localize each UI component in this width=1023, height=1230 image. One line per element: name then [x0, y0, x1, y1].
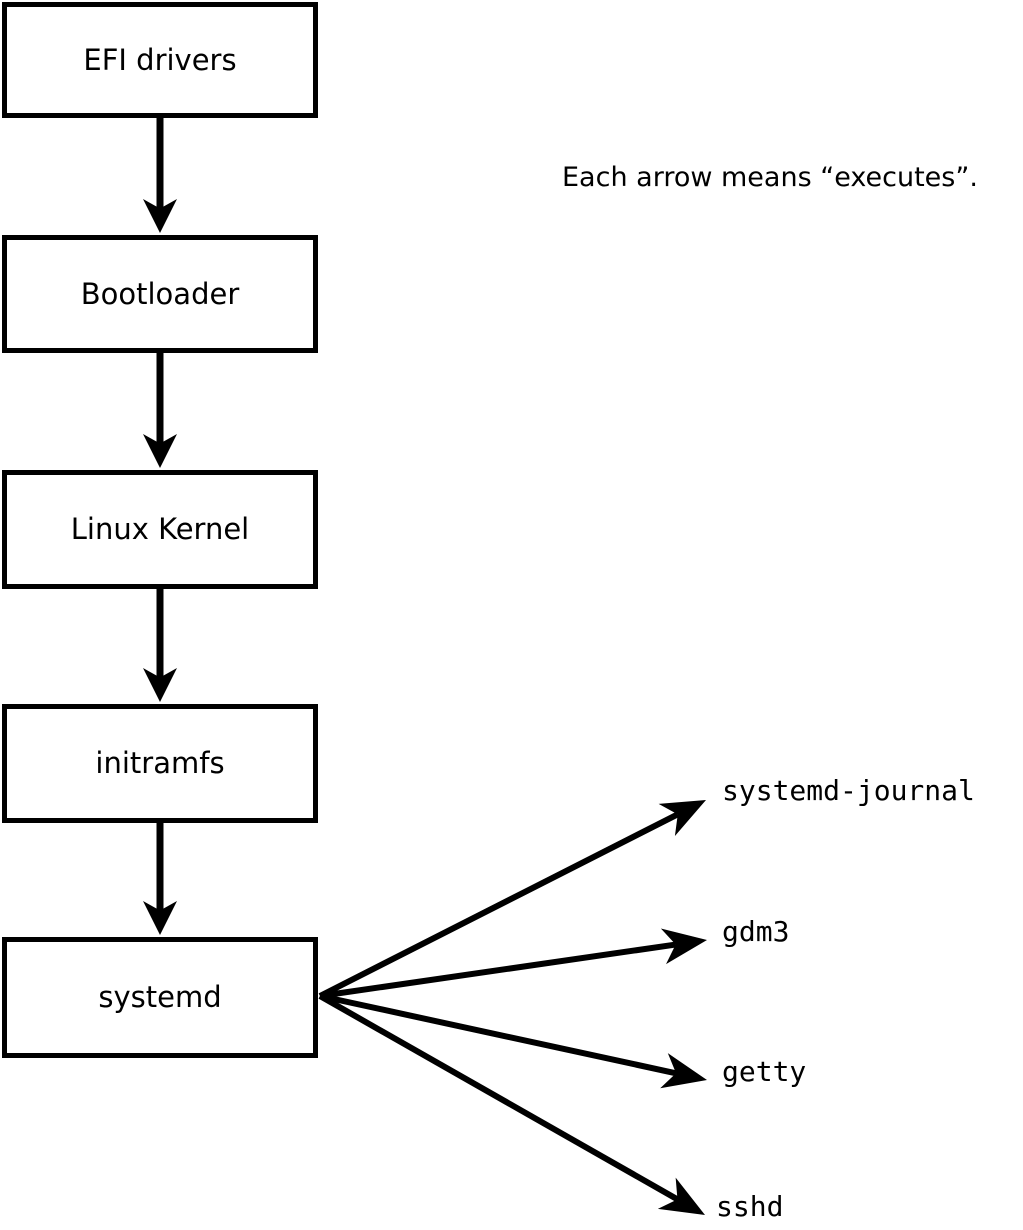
- process-label-sshd: sshd: [716, 1190, 784, 1223]
- stage-label-systemd: systemd: [98, 980, 222, 1014]
- stage-box-efi-drivers[interactable]: EFI drivers: [2, 2, 318, 118]
- stage-box-systemd[interactable]: systemd: [2, 937, 318, 1058]
- process-label-gdm3: gdm3: [722, 915, 790, 948]
- fan-arrow-systemd-journal-shaft: [318, 811, 680, 999]
- fan-arrow-sshd-shaft: [318, 993, 679, 1202]
- fan-arrow-sshd-head: [657, 1177, 705, 1215]
- fan-arrow-gdm3-head: [660, 928, 707, 965]
- chain-arrow-initramfs-to-systemd-head: [143, 901, 177, 935]
- stage-label-initramfs: initramfs: [95, 746, 225, 780]
- fan-arrow-getty-shaft: [319, 993, 677, 1077]
- stage-box-initramfs[interactable]: initramfs: [2, 704, 318, 823]
- stage-label-bootloader: Bootloader: [80, 276, 240, 311]
- legend-note: Each arrow means “executes”.: [562, 162, 978, 193]
- chain-arrow-kernel-to-initramfs-head: [143, 668, 177, 702]
- fan-arrow-getty-head: [660, 1053, 707, 1089]
- stage-box-bootloader[interactable]: Bootloader: [2, 235, 318, 353]
- stage-label-linux-kernel: Linux Kernel: [70, 512, 250, 546]
- fan-arrow-systemd-journal-head: [658, 800, 706, 836]
- chain-arrow-bootloader-to-kernel-head: [143, 434, 177, 468]
- stage-label-efi-drivers: EFI drivers: [83, 42, 237, 77]
- fan-arrow-group: [318, 800, 707, 1215]
- chain-arrow-efi-to-bootloader-head: [143, 199, 177, 233]
- process-label-systemd-journal: systemd-journal: [722, 774, 975, 807]
- stage-box-linux-kernel[interactable]: Linux Kernel: [2, 470, 318, 589]
- process-label-getty: getty: [722, 1055, 807, 1088]
- fan-arrow-gdm3-shaft: [319, 941, 677, 999]
